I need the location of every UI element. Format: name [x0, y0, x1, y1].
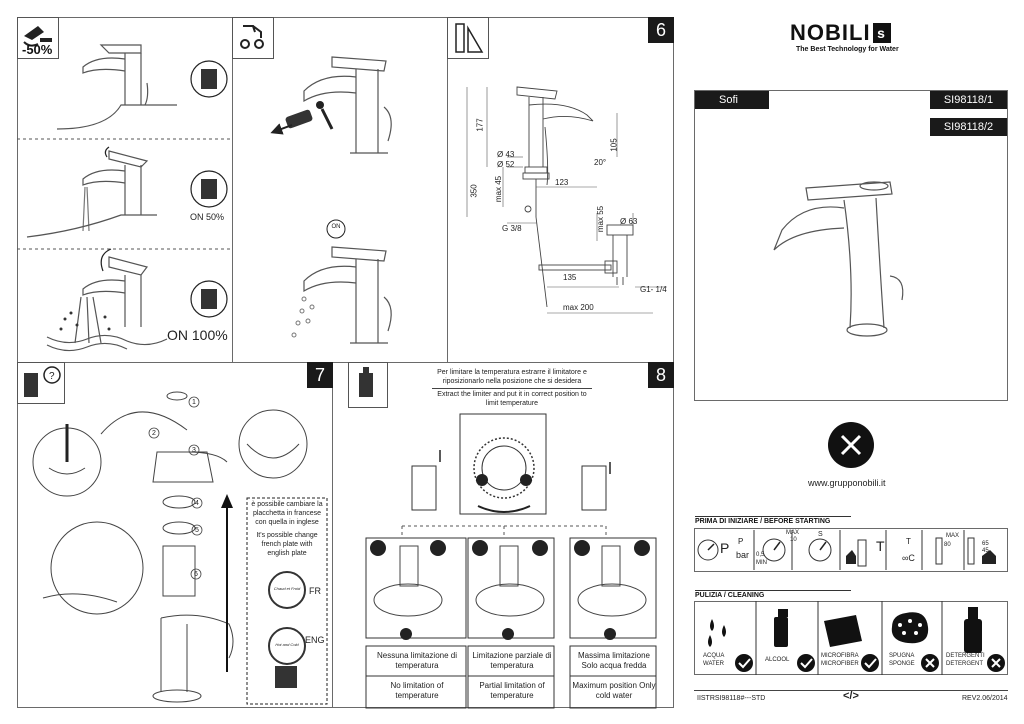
plate-note-en: It's possible change french plate with e… [256, 532, 318, 557]
dim-max55: max 55 [596, 205, 606, 233]
flow-state-half: ON 50% [190, 212, 225, 222]
product-code-1: SI98118/1 [930, 91, 1007, 109]
plate-eng-text: Hot and Cold [275, 642, 299, 647]
pressure-label: P [720, 540, 730, 556]
temp-unit: ∞C [902, 553, 915, 563]
step-4: 4 [195, 500, 199, 507]
header-divider [432, 388, 592, 389]
cleaning-microfiber-en: MICROFIBER [821, 661, 859, 667]
before-starting-box [694, 528, 1008, 572]
panel-6-number: 6 [648, 17, 674, 43]
product-box [694, 90, 1008, 401]
pressure-max-value: 10 [790, 537, 797, 543]
cleaning-detergent-it: DETERGENTI [946, 653, 985, 659]
cleaning-sponge-it: SPUGNA [889, 653, 915, 659]
brand-logo-mark: s [872, 23, 891, 43]
dim-43: Ø 43 [497, 150, 515, 159]
step-6: 6 [194, 571, 198, 578]
step-3: 3 [192, 447, 196, 454]
option-3-it: Massima limitazione Solo acqua fredda [577, 651, 651, 670]
product-name: Sofi [695, 91, 769, 109]
option-1-en: No limitation of temperature [390, 681, 444, 700]
dim-52: Ø 52 [497, 160, 515, 169]
cartridge-icon [348, 362, 388, 408]
cleaning-title: PULIZIA / CLEANING [695, 590, 851, 599]
svg-text:?: ? [49, 371, 55, 382]
dim-max200: max 200 [563, 303, 594, 312]
temp-max-label: MAX [946, 533, 960, 539]
cleaning-detergent-en: DETERGENT [946, 661, 984, 667]
dim-g38: G 3/8 [502, 224, 522, 233]
plate-fr-text: Chaud et Froid [273, 586, 301, 591]
step-2: 2 [152, 430, 156, 437]
before-starting-icons [697, 530, 996, 570]
temp-t-small: T [906, 537, 911, 546]
brand-logo-text: NOBILI [790, 20, 871, 45]
flow-illustrations [17, 44, 233, 352]
pressure-max-label: MAX [786, 530, 800, 536]
cartridge-illustration [32, 391, 328, 705]
dim-g114: G1- 1/4 [640, 285, 667, 294]
temp-max-value: 80 [944, 542, 951, 548]
flow-s-label: S [818, 531, 823, 538]
limiter-illustration [365, 413, 657, 709]
tools-icon [232, 17, 274, 59]
flow-badge: -50% [22, 42, 53, 57]
temp-range-high: 65 [982, 541, 989, 547]
pressure-min-value: 0,5 [756, 552, 765, 558]
website-link[interactable]: www.grupponobili.it [808, 478, 886, 488]
code-tag-icon: </> [843, 690, 859, 702]
product-code-2: SI98118/2 [930, 118, 1007, 136]
cleaning-water-en: WATER [703, 661, 724, 667]
tools-circle-icon [828, 422, 874, 468]
panel-7-number: 7 [307, 362, 333, 388]
cleaning-icons [708, 601, 1005, 675]
dim-135: 135 [563, 273, 577, 282]
pressure-min-label: MIN [756, 560, 767, 566]
flow-reducer-icon [17, 17, 59, 59]
aerator-on-label: ON [331, 224, 341, 230]
option-3-en: Maximum position Only cold water [572, 681, 656, 700]
before-starting-title: PRIMA DI INIZIARE / BEFORE STARTING [695, 516, 851, 525]
plate-eng-label: ENG [305, 635, 325, 645]
dim-123: 123 [555, 178, 569, 187]
limiter-header-it: Per limitare la temperatura estrarre il … [437, 369, 587, 385]
cleaning-alcohol-it: ALCOOL [765, 657, 790, 663]
cleaning-box [694, 601, 1008, 675]
footer-code: IISTRSI98118#---STD [697, 695, 766, 702]
flow-state-full: ON 100% [167, 327, 228, 343]
panel-8-number: 8 [648, 362, 674, 388]
plate-note-it: è possibile cambiare la placchetta in fr… [251, 501, 323, 526]
temp-t-label: T [876, 538, 885, 554]
ruler-icon [447, 17, 489, 59]
limiter-header-en: Extract the limiter and put it in correc… [437, 391, 587, 407]
cleaning-sponge-en: SPONGE [889, 661, 915, 667]
step-5: 5 [195, 527, 199, 534]
option-1-it: Nessuna limitazione di temperatura [376, 651, 458, 670]
cleaning-microfiber-it: MICROFIBRA [821, 653, 859, 659]
step-1: 1 [192, 399, 196, 406]
dim-max45: max 45 [494, 175, 504, 203]
plate-fr-label: FR [309, 586, 321, 596]
footer-rule [694, 690, 1008, 691]
pressure-p: P [738, 537, 744, 546]
brand-tagline: The Best Technology for Water [796, 46, 899, 53]
dim-20: 20° [594, 158, 607, 167]
dim-350: 350 [469, 184, 479, 198]
footer-revision: REV2.06/2014 [962, 695, 1008, 702]
pressure-unit: bar [736, 550, 750, 560]
temp-range-low: 45 [982, 548, 989, 554]
product-faucet-drawing [773, 181, 904, 337]
option-2-en: Partial limitation of temperature [479, 681, 545, 700]
dim-105: 105 [609, 138, 619, 152]
aerator-illustration [270, 56, 392, 344]
dim-63: Ø 63 [620, 217, 638, 226]
option-2-it: Limitazione parziale di temperatura [472, 651, 552, 670]
dim-177: 177 [475, 118, 485, 132]
cleaning-water-it: ACQUA [703, 653, 725, 659]
technical-drawing [466, 86, 667, 314]
cartridge-help-icon: ? [17, 362, 65, 404]
